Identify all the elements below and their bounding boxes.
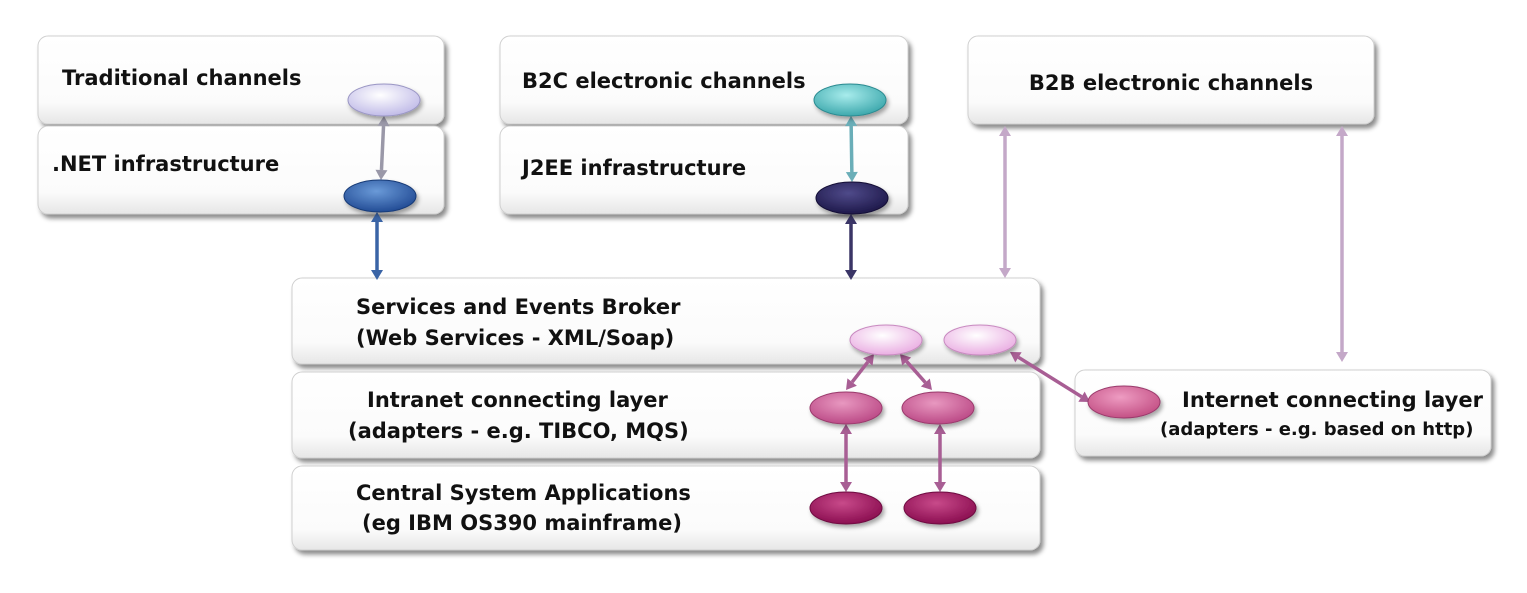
net-infrastructure-node — [343, 179, 417, 213]
arrow-b2b-to-broker — [999, 126, 1011, 278]
broker-node-right — [943, 324, 1017, 356]
box-services-events-broker: Services and Events Broker (Web Services… — [291, 277, 1041, 365]
j2ee-infrastructure-node — [815, 181, 889, 215]
box-broker-label: Services and Events Broker — [356, 295, 681, 319]
arrow-j2ee-to-broker — [845, 214, 857, 280]
box-b2b-channels: B2B electronic channels — [967, 35, 1375, 125]
arrow-b2c-to-j2ee — [845, 116, 858, 182]
intranet-node-right — [901, 391, 975, 425]
box-broker-sublabel: (Web Services - XML/Soap) — [356, 326, 674, 350]
box-traditional-channels: Traditional channels — [37, 35, 445, 125]
box-j2ee-label: J2EE infrastructure — [520, 156, 746, 180]
box-intranet-label: Intranet connecting layer — [367, 388, 669, 412]
box-net-label: .NET infrastructure — [52, 152, 279, 176]
box-internet-sublabel: (adapters - e.g. based on http) — [1160, 419, 1473, 440]
central-node-left — [809, 491, 883, 525]
arrow-broker-to-internet — [1010, 352, 1090, 402]
box-net-infrastructure: .NET infrastructure — [37, 125, 445, 215]
box-traditional-label: Traditional channels — [62, 66, 301, 90]
box-intranet-sublabel: (adapters - e.g. TIBCO, MQS) — [348, 419, 689, 443]
central-node-right — [903, 491, 977, 525]
box-b2b-label: B2B electronic channels — [1029, 71, 1313, 95]
b2c-channels-node — [813, 83, 887, 117]
arrow-traditional-to-net — [375, 116, 390, 180]
arrow-broker-to-intranet-right — [900, 354, 932, 390]
box-internet-connecting-layer: Internet connecting layer (adapters - e.… — [1074, 369, 1492, 457]
box-central-system-applications: Central System Applications (eg IBM OS39… — [291, 465, 1041, 551]
broker-node-left — [849, 324, 923, 356]
box-j2ee-infrastructure: J2EE infrastructure — [499, 125, 909, 215]
box-central-label: Central System Applications — [356, 481, 691, 505]
arrow-broker-to-intranet-left — [846, 354, 874, 390]
connection-arrows — [371, 116, 1348, 492]
arrow-net-to-broker — [371, 212, 383, 280]
arrow-intranet-to-central-right — [934, 424, 946, 492]
box-central-sublabel: (eg IBM OS390 mainframe) — [362, 511, 682, 535]
box-b2c-channels: B2C electronic channels — [499, 35, 909, 125]
box-internet-label: Internet connecting layer — [1182, 388, 1484, 412]
ellipse-nodes — [343, 83, 1161, 525]
arrow-intranet-to-central-left — [840, 424, 852, 492]
intranet-node-left — [809, 391, 883, 425]
traditional-channels-node — [347, 83, 421, 117]
box-b2c-label: B2C electronic channels — [522, 69, 806, 93]
arrow-b2b-to-internet — [1336, 126, 1348, 362]
internet-node — [1087, 385, 1161, 419]
